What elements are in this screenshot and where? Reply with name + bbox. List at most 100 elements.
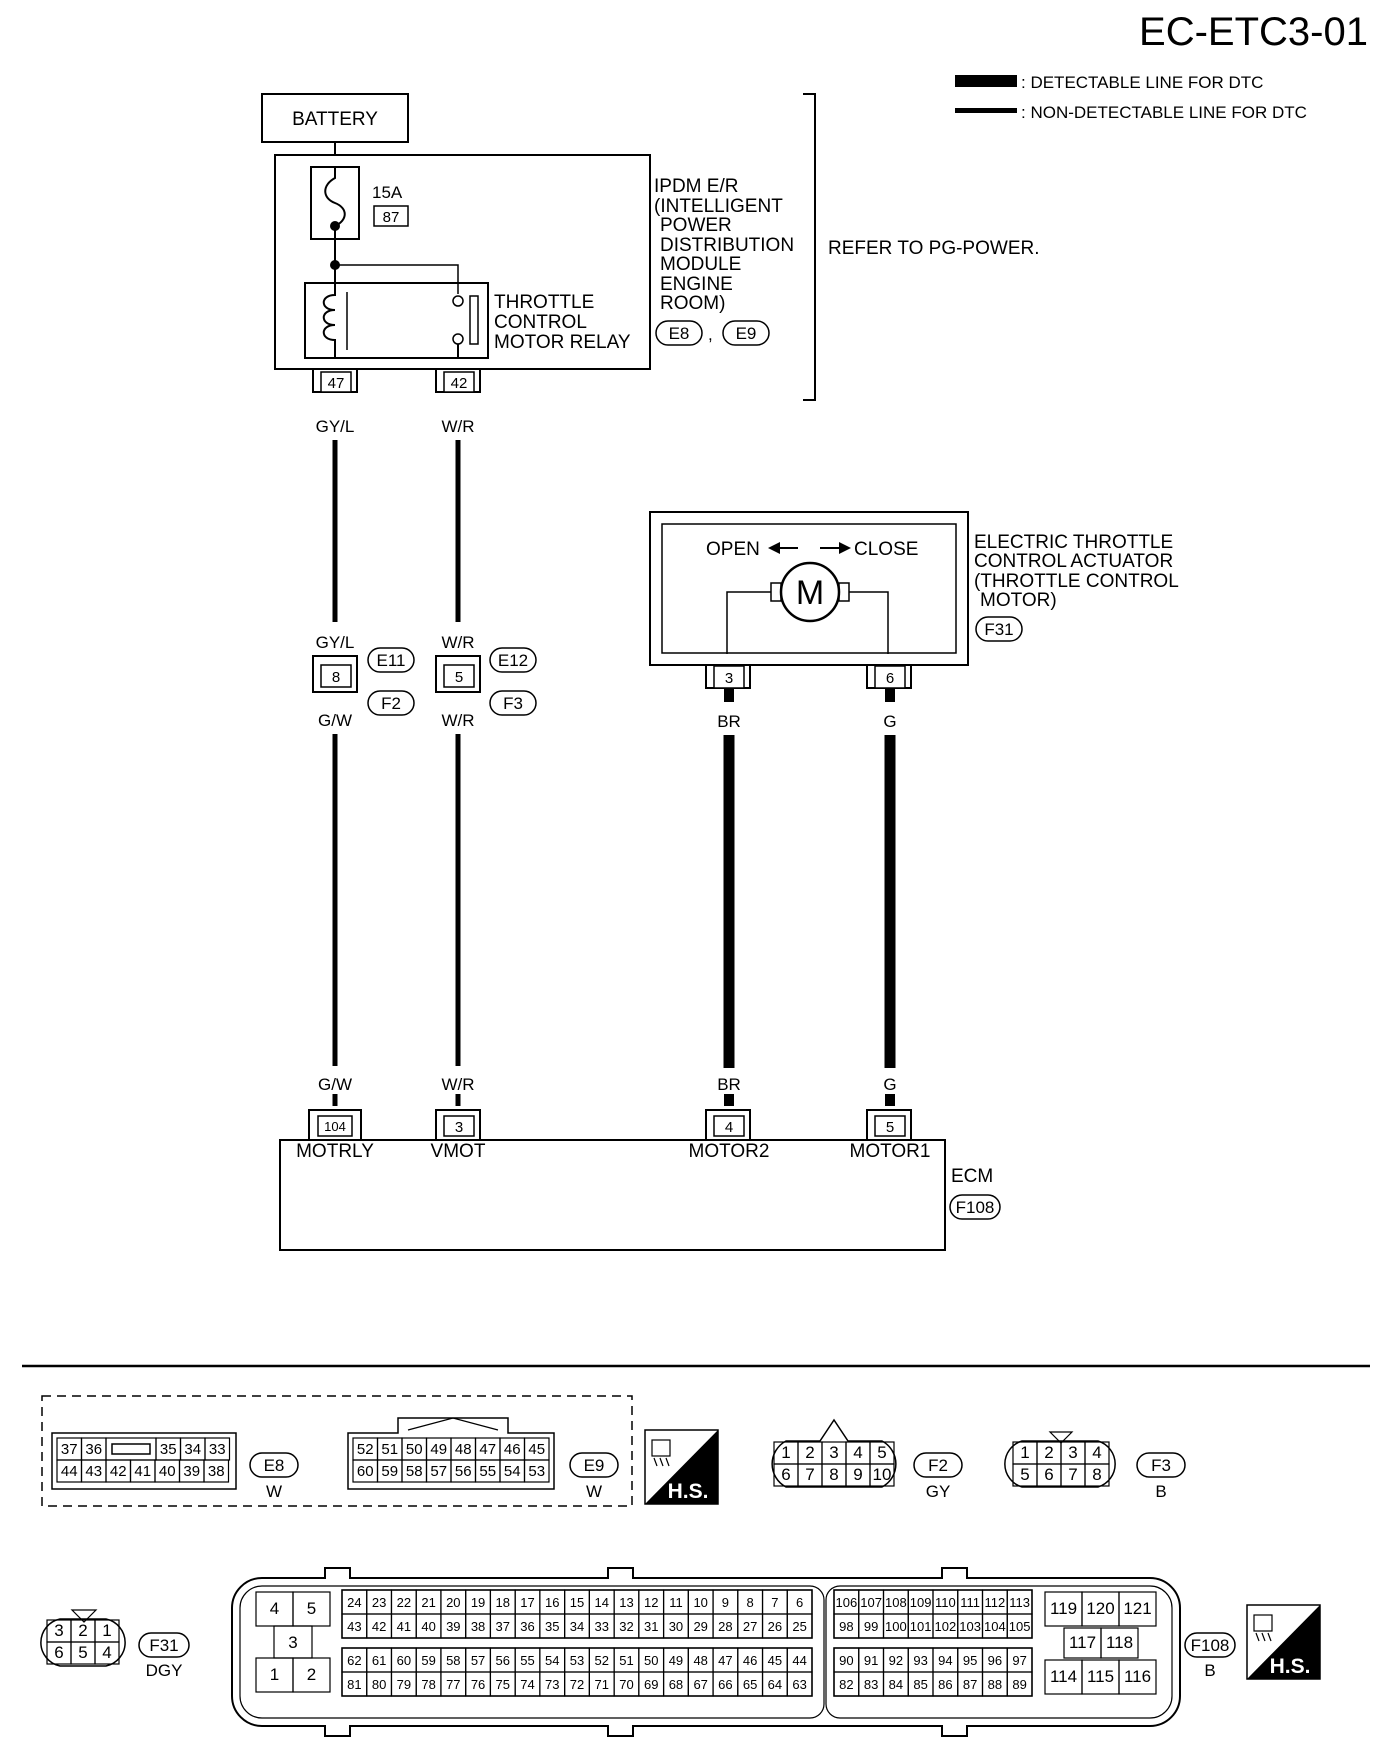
motor-label: M [796,574,824,612]
svg-text:93: 93 [913,1653,927,1668]
svg-text:4: 4 [270,1599,279,1618]
badge-e11 [367,647,415,673]
f108-pin: 9 [712,1589,739,1615]
f108-pin: 57 [465,1647,492,1673]
f108-pin: 30 [662,1613,689,1639]
e8-pin: 39 [178,1459,205,1483]
svg-text:66: 66 [718,1677,732,1692]
f108-pin: 18 [489,1589,516,1615]
f108-pin: 114 [1044,1659,1083,1695]
connector-group-dashed-box [41,1395,633,1507]
svg-text:83: 83 [864,1677,878,1692]
f31-pin: 4 [94,1641,120,1665]
svg-text:6: 6 [796,1595,803,1610]
svg-text:73: 73 [545,1677,559,1692]
svg-text:52: 52 [595,1653,609,1668]
svg-text:97: 97 [1012,1653,1026,1668]
conn-f2: F2 [381,694,401,713]
svg-text:45: 45 [528,1441,545,1458]
wire-color-gyl-top: GY/L [316,417,355,436]
ipdm-label-1: IPDM E/R [654,176,738,197]
page-code: EC-ETC3-01 [1139,10,1368,54]
svg-text:H.S.: H.S. [668,1480,709,1503]
f31-pin: 6 [46,1641,72,1665]
svg-text:80: 80 [372,1677,386,1692]
svg-text:58: 58 [406,1463,423,1480]
svg-text:3: 3 [725,670,733,687]
svg-text:98: 98 [839,1619,853,1634]
svg-text:31: 31 [644,1619,658,1634]
f108-pin: 25 [786,1613,813,1639]
f108-pin: 81 [341,1671,368,1697]
f108-pin: 4 [255,1591,294,1627]
legend-detectable-swatch [955,75,1017,87]
e9-pin: 45 [523,1437,550,1461]
f108-pin: 109 [907,1589,934,1615]
ipdm-pin-47: 47 [312,370,358,393]
ipdm-conn-e9: E9 [736,324,757,343]
svg-text:56: 56 [455,1463,472,1480]
svg-text:46: 46 [504,1441,521,1458]
f108-pin: 95 [957,1647,984,1673]
svg-text:50: 50 [406,1441,423,1458]
svg-text:39: 39 [446,1619,460,1634]
relay-box [304,282,489,359]
svg-text:116: 116 [1124,1667,1151,1686]
svg-text:53: 53 [570,1653,584,1668]
badge-f108-face [1184,1632,1236,1658]
actuator-open-label: OPEN [706,539,760,560]
svg-text:5: 5 [1020,1465,1029,1484]
svg-text:5: 5 [455,669,463,686]
f108-pin: 94 [932,1647,959,1673]
f108-pin: 49 [662,1647,689,1673]
f2-pin: 1 [773,1441,799,1465]
wire-color-br-top: BR [717,712,741,731]
svg-text:118: 118 [1106,1633,1133,1652]
f108-pin: 59 [415,1647,442,1673]
svg-text:8: 8 [332,669,340,686]
svg-text:18: 18 [496,1595,510,1610]
fuse-number-box [373,205,409,227]
svg-text:44: 44 [792,1653,806,1668]
ipdm-conn-e8-badge [655,320,703,346]
f108-pin: 26 [761,1613,788,1639]
f108-pin: 67 [687,1671,714,1697]
svg-text:26: 26 [768,1619,782,1634]
f108-pin: 84 [882,1671,909,1697]
actuator-outer-box [649,511,969,666]
f108-pin: 106 [833,1589,860,1615]
badge-f31 [975,616,1023,642]
f108-pin: 116 [1118,1659,1157,1695]
svg-text:50: 50 [644,1653,658,1668]
svg-text:53: 53 [528,1463,545,1480]
connector-f2-color: GY [926,1482,951,1501]
f108-pin: 54 [539,1647,566,1673]
f108-pin: 40 [415,1613,442,1639]
conn-f31: F31 [984,620,1013,639]
f3-pin: 1 [1012,1441,1038,1465]
svg-text:103: 103 [959,1619,981,1634]
f108-pin: 35 [539,1613,566,1639]
svg-text:100: 100 [885,1619,907,1634]
svg-text:41: 41 [134,1463,151,1480]
svg-text:12: 12 [644,1595,658,1610]
e9-pin: 53 [523,1459,550,1483]
svg-text:23: 23 [372,1595,386,1610]
f2-pin: 9 [845,1463,871,1487]
e9-pin: 47 [474,1437,501,1461]
svg-text:43: 43 [85,1463,102,1480]
svg-text:71: 71 [595,1677,609,1692]
relay-contact-bottom [452,333,464,345]
svg-text:8: 8 [1092,1465,1101,1484]
ecm-pin-4: 4 [705,1109,751,1140]
e8-pin: 43 [80,1459,107,1483]
svg-text:36: 36 [520,1619,534,1634]
ipdm-label-6: ENGINE [660,274,733,295]
motor-symbol [779,561,841,623]
e8-pin: 38 [203,1459,230,1483]
f108-pin: 118 [1100,1627,1139,1659]
ecm-term-motor2: MOTOR2 [689,1141,770,1162]
svg-text:46: 46 [743,1653,757,1668]
svg-text:86: 86 [938,1677,952,1692]
f108-pin: 33 [588,1613,615,1639]
